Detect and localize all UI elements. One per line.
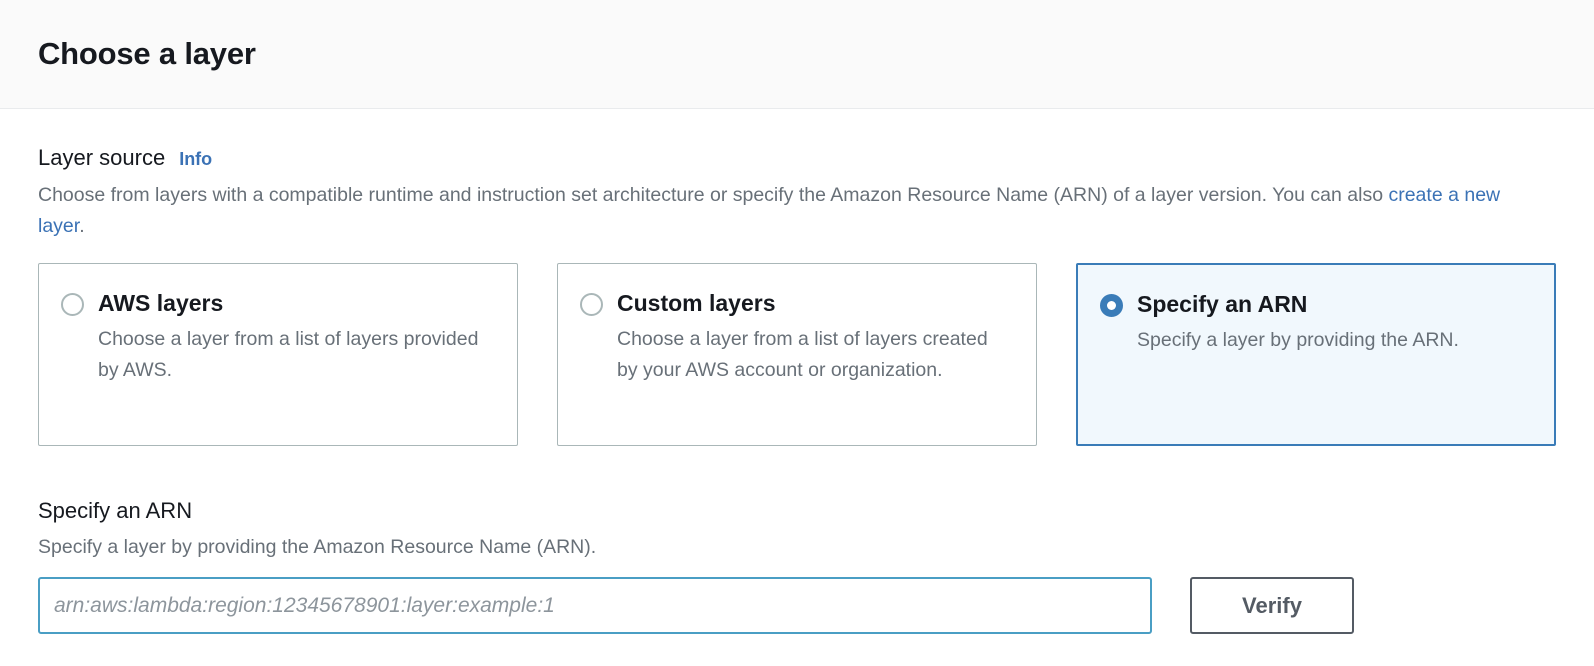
layer-source-description: Choose from layers with a compatible run… [38,180,1518,242]
dialog-header: Choose a layer [0,0,1594,109]
radio-inner-dot [68,300,77,309]
create-a-new-layer-link[interactable]: create a new layer [38,184,1501,237]
dialog-body: Layer source Info Choose from layers wit… [0,109,1594,634]
radio-button-icon[interactable] [61,293,84,316]
layer-source-label: Layer source [38,145,166,170]
radio-button-icon[interactable] [580,293,603,316]
specify-arn-heading: Specify an ARN [38,498,193,523]
arn-input[interactable] [38,577,1152,634]
layer-source-label-row: Layer source Info [38,145,1556,171]
radio-card-title: Custom layers [617,290,776,316]
radio-button-icon[interactable] [1100,294,1123,317]
radio-card-description: Choose a layer from a list of layers cre… [617,328,988,381]
specify-arn-section: Specify an ARN Specify a layer by provid… [38,498,1556,634]
radio-card-specify-an-arn[interactable]: Specify an ARN Specify a layer by provid… [1076,263,1556,446]
radio-card-text: Custom layers Choose a layer from a list… [617,289,1007,445]
layer-source-radio-group: AWS layers Choose a layer from a list of… [38,263,1556,446]
radio-card-aws-layers[interactable]: AWS layers Choose a layer from a list of… [38,263,518,446]
radio-card-title: AWS layers [98,290,224,316]
radio-card-text: AWS layers Choose a layer from a list of… [98,289,488,445]
radio-card-custom-layers[interactable]: Custom layers Choose a layer from a list… [557,263,1037,446]
radio-card-description: Choose a layer from a list of layers pro… [98,328,479,381]
radio-card-text: Specify an ARN Specify a layer by provid… [1137,290,1459,444]
page-title: Choose a layer [38,36,256,71]
radio-card-description: Specify a layer by providing the ARN. [1137,329,1459,351]
radio-card-title: Specify an ARN [1137,291,1308,317]
info-link[interactable]: Info [179,149,213,169]
verify-button[interactable]: Verify [1190,577,1354,634]
layer-source-description-text-2: . [79,215,85,237]
radio-inner-dot [1107,301,1116,310]
radio-inner-dot [587,300,596,309]
layer-source-description-text-1: Choose from layers with a compatible run… [38,184,1389,206]
specify-arn-description: Specify a layer by providing the Amazon … [38,536,597,558]
arn-input-row: Verify [38,577,1556,634]
